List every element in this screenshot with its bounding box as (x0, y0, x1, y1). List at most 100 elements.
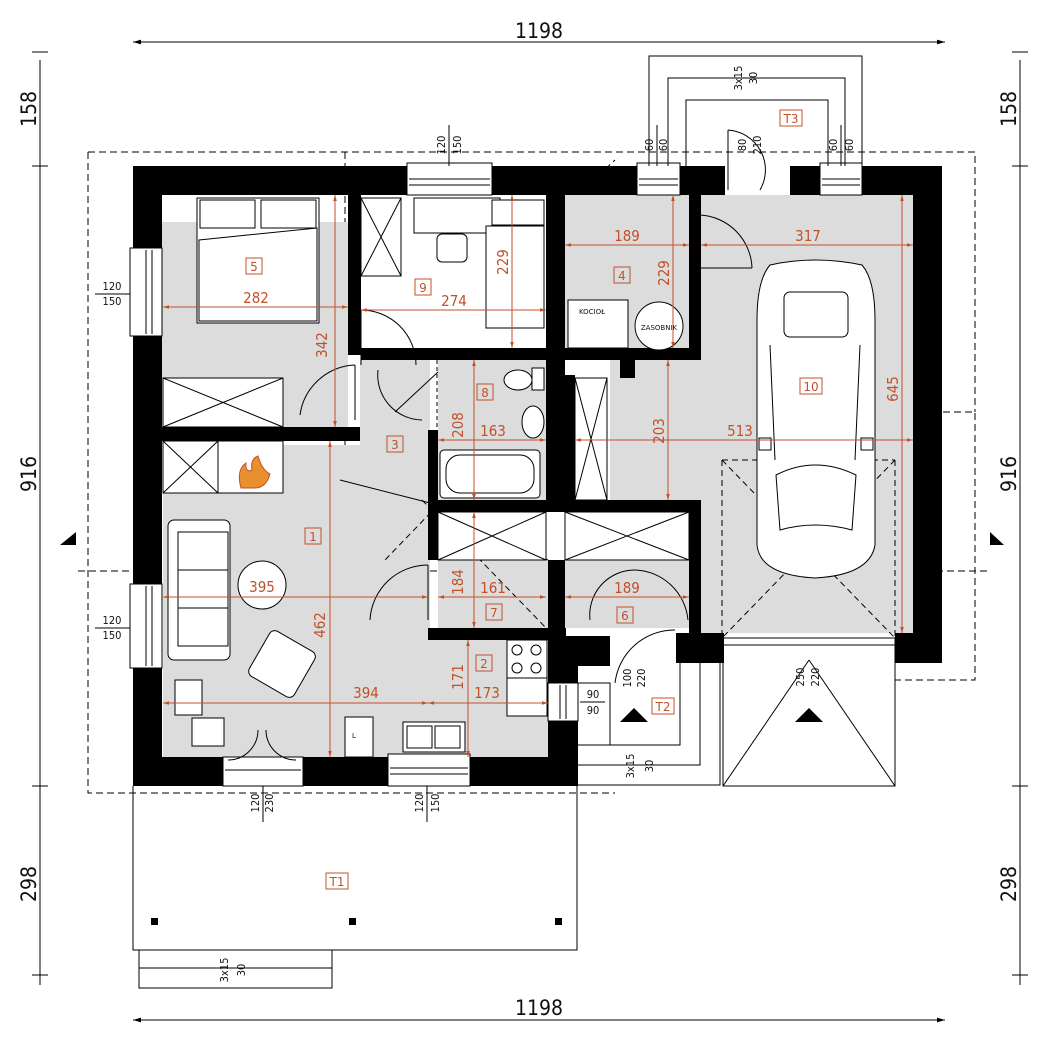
svg-text:274: 274 (441, 292, 467, 310)
svg-text:462: 462 (311, 612, 329, 638)
stairs-labels: 3x15 30 3x15 30 3x15 30 (218, 66, 760, 983)
room-3-label: 3 (391, 438, 399, 452)
svg-text:100: 100 (621, 669, 634, 688)
room-5-label: 5 (250, 260, 258, 274)
window-top-room9 (406, 162, 493, 196)
terrace-1-label: T1 (329, 875, 345, 889)
fire-icon (238, 455, 271, 489)
room-9-label: 9 (419, 281, 427, 295)
svg-text:120: 120 (103, 280, 122, 293)
svg-text:161: 161 (480, 579, 506, 597)
svg-text:203: 203 (650, 418, 668, 444)
left-bottom-label: 298 (17, 866, 41, 902)
window-dim-labels: 120 150 120 150 120 150 60 60 60 60 120 … (95, 125, 856, 822)
svg-text:189: 189 (614, 579, 640, 597)
room-7-label: 7 (490, 606, 498, 620)
svg-text:163: 163 (480, 422, 506, 440)
left-mid-label: 916 (17, 456, 41, 492)
window-bottom-mid (387, 753, 471, 787)
overall-dim-labels: 1198 1198 158 916 298 158 916 298 (17, 19, 1021, 1020)
svg-text:3x15: 3x15 (732, 66, 745, 91)
svg-text:230: 230 (263, 794, 276, 813)
svg-text:645: 645 (884, 376, 902, 402)
walls (133, 166, 942, 786)
svg-text:30: 30 (747, 72, 760, 85)
cooktop (506, 639, 548, 679)
washbasin (521, 405, 545, 439)
svg-text:150: 150 (451, 136, 464, 155)
room-4-label: 4 (618, 269, 626, 283)
chair (436, 233, 468, 263)
svg-text:184: 184 (449, 569, 467, 595)
dining-chair (174, 679, 203, 716)
left-top-label: 158 (17, 91, 41, 127)
window-right-small (547, 682, 579, 722)
fridge (344, 716, 374, 758)
svg-text:210: 210 (751, 136, 764, 155)
room-1-label: 1 (309, 530, 317, 544)
window-top-garage (819, 162, 863, 196)
window-bottom-left (222, 756, 304, 787)
room-dimension-labels: 282 342 274 229 189 229 317 645 513 203 … (243, 227, 902, 702)
svg-text:60: 60 (843, 139, 856, 152)
counter (506, 677, 548, 717)
svg-text:171: 171 (449, 664, 467, 690)
svg-text:220: 220 (809, 668, 822, 687)
svg-text:282: 282 (243, 289, 269, 307)
svg-text:30: 30 (643, 760, 656, 773)
water-tank (634, 301, 684, 351)
terrace-3-label: T3 (783, 112, 799, 126)
room-6-label: 6 (621, 609, 629, 623)
svg-text:395: 395 (249, 578, 275, 596)
svg-text:173: 173 (474, 684, 500, 702)
svg-text:317: 317 (795, 227, 821, 245)
svg-text:120: 120 (249, 794, 262, 813)
svg-text:150: 150 (103, 629, 122, 642)
svg-text:60: 60 (657, 139, 670, 152)
svg-text:80: 80 (736, 139, 749, 152)
room-8-label: 8 (481, 386, 489, 400)
svg-text:60: 60 (827, 139, 840, 152)
boiler-label: KOCIOŁ (579, 308, 605, 316)
svg-text:342: 342 (313, 332, 331, 358)
toilet (503, 369, 533, 391)
window-left-upper (129, 247, 163, 337)
room-dimension-lines (163, 195, 913, 757)
right-top-label: 158 (997, 91, 1021, 127)
bottom-width-label: 1198 (515, 996, 563, 1020)
svg-text:229: 229 (655, 260, 673, 286)
right-bottom-label: 298 (997, 866, 1021, 902)
terrace-2-label: T2 (655, 700, 671, 714)
svg-text:3x15: 3x15 (624, 754, 637, 779)
svg-text:150: 150 (429, 794, 442, 813)
car (756, 259, 876, 579)
svg-text:250: 250 (794, 668, 807, 687)
right-mid-label: 916 (997, 456, 1021, 492)
svg-text:60: 60 (643, 139, 656, 152)
svg-text:3x15: 3x15 (218, 958, 231, 983)
svg-text:120: 120 (413, 794, 426, 813)
room-10-label: 10 (803, 380, 818, 394)
svg-text:513: 513 (727, 422, 753, 440)
boiler (567, 299, 629, 349)
furniture (162, 197, 876, 758)
svg-text:208: 208 (449, 412, 467, 438)
dining-chair2 (191, 717, 225, 747)
svg-text:150: 150 (103, 295, 122, 308)
svg-text:189: 189 (614, 227, 640, 245)
single-bed (485, 225, 545, 329)
room-2-label: 2 (480, 657, 488, 671)
svg-text:120: 120 (103, 614, 122, 627)
svg-text:90: 90 (587, 704, 600, 717)
svg-text:394: 394 (353, 684, 379, 702)
svg-text:30: 30 (235, 964, 248, 977)
svg-text:90: 90 (587, 688, 600, 701)
armchair (248, 630, 316, 698)
room-labels: 5 9 4 8 3 10 1 7 6 2 T1 T2 T3 (245, 109, 823, 890)
window-top-room4 (636, 162, 681, 196)
svg-text:229: 229 (494, 249, 512, 275)
fridge-label: L (352, 732, 356, 740)
furniture-labels: KOCIOŁ ZASOBNIK L (352, 308, 677, 740)
overall-dimensions (32, 39, 1028, 1023)
